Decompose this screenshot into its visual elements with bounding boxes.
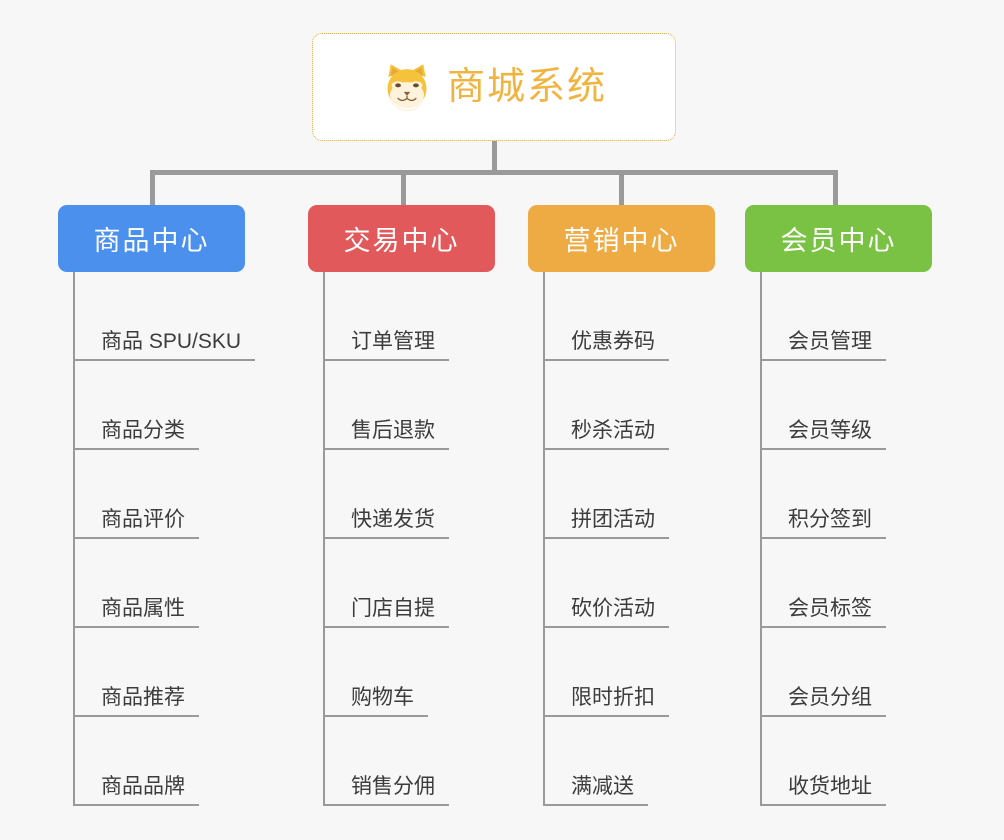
leaf-label: 满减送 bbox=[545, 776, 648, 806]
root-title: 商城系统 bbox=[446, 66, 607, 108]
leaf-label: 会员标签 bbox=[762, 598, 886, 628]
category-header-1[interactable]: 商品中心 bbox=[58, 205, 245, 272]
list-item[interactable]: 会员等级 bbox=[762, 361, 985, 450]
list-item[interactable]: 商品品牌 bbox=[75, 717, 298, 806]
leaf-label: 商品 SPU/SKU bbox=[75, 331, 256, 361]
connector-horizontal-bus bbox=[150, 170, 838, 175]
list-item[interactable]: 限时折扣 bbox=[545, 628, 768, 717]
connector-drop-4 bbox=[833, 170, 838, 208]
list-item[interactable]: 秒杀活动 bbox=[545, 361, 768, 450]
leaf-label: 商品分类 bbox=[75, 420, 199, 450]
leaf-label: 拼团活动 bbox=[545, 509, 669, 539]
leaf-label: 销售分佣 bbox=[325, 776, 449, 806]
leaf-label: 会员管理 bbox=[762, 331, 886, 361]
leaf-list-2: 订单管理 售后退款 快递发货 门店自提 购物车 销售分佣 bbox=[323, 272, 548, 806]
leaf-label: 快递发货 bbox=[325, 509, 449, 539]
list-item[interactable]: 会员管理 bbox=[762, 272, 985, 361]
leaf-label: 收货地址 bbox=[762, 776, 886, 806]
connector-drop-1 bbox=[150, 170, 155, 208]
list-item[interactable]: 会员分组 bbox=[762, 628, 985, 717]
leaf-list-3: 优惠券码 秒杀活动 拼团活动 砍价活动 限时折扣 满减送 bbox=[543, 272, 768, 806]
leaf-label: 售后退款 bbox=[325, 420, 449, 450]
leaf-label: 限时折扣 bbox=[545, 687, 669, 717]
leaf-label: 优惠券码 bbox=[545, 331, 669, 361]
root-node[interactable]: 商城系统 bbox=[312, 33, 676, 141]
list-item[interactable]: 拼团活动 bbox=[545, 450, 768, 539]
leaf-label: 门店自提 bbox=[325, 598, 449, 628]
list-item[interactable]: 商品分类 bbox=[75, 361, 298, 450]
list-item[interactable]: 门店自提 bbox=[325, 539, 548, 628]
leaf-label: 订单管理 bbox=[325, 331, 449, 361]
leaf-label: 商品属性 bbox=[75, 598, 199, 628]
leaf-list-1: 商品 SPU/SKU 商品分类 商品评价 商品属性 商品推荐 商品品牌 bbox=[73, 272, 298, 806]
list-item[interactable]: 订单管理 bbox=[325, 272, 548, 361]
list-item[interactable]: 商品评价 bbox=[75, 450, 298, 539]
leaf-label: 商品评价 bbox=[75, 509, 199, 539]
list-item[interactable]: 售后退款 bbox=[325, 361, 548, 450]
leaf-label: 商品品牌 bbox=[75, 776, 199, 806]
list-item[interactable]: 砍价活动 bbox=[545, 539, 768, 628]
category-column-会员中心: 会员中心 会员管理 会员等级 积分签到 会员标签 会员分组 收货地址 bbox=[745, 205, 985, 806]
leaf-label: 商品推荐 bbox=[75, 687, 199, 717]
connector-drop-2 bbox=[401, 170, 406, 208]
list-item[interactable]: 优惠券码 bbox=[545, 272, 768, 361]
leaf-label: 积分签到 bbox=[762, 509, 886, 539]
list-item[interactable]: 商品 SPU/SKU bbox=[75, 272, 298, 361]
list-item[interactable]: 积分签到 bbox=[762, 450, 985, 539]
list-item[interactable]: 购物车 bbox=[325, 628, 548, 717]
leaf-label: 会员分组 bbox=[762, 687, 886, 717]
list-item[interactable]: 收货地址 bbox=[762, 717, 985, 806]
list-item[interactable]: 满减送 bbox=[545, 717, 768, 806]
category-column-交易中心: 交易中心 订单管理 售后退款 快递发货 门店自提 购物车 销售分佣 bbox=[308, 205, 548, 806]
leaf-label: 购物车 bbox=[325, 687, 428, 717]
category-header-4[interactable]: 会员中心 bbox=[745, 205, 932, 272]
category-header-2[interactable]: 交易中心 bbox=[308, 205, 495, 272]
leaf-label: 砍价活动 bbox=[545, 598, 669, 628]
category-column-营销中心: 营销中心 优惠券码 秒杀活动 拼团活动 砍价活动 限时折扣 满减送 bbox=[528, 205, 768, 806]
shiba-dog-face-icon bbox=[381, 61, 433, 113]
connector-root-stem bbox=[492, 141, 497, 173]
list-item[interactable]: 会员标签 bbox=[762, 539, 985, 628]
list-item[interactable]: 快递发货 bbox=[325, 450, 548, 539]
connector-drop-3 bbox=[619, 170, 624, 208]
category-header-3[interactable]: 营销中心 bbox=[528, 205, 715, 272]
category-column-商品中心: 商品中心 商品 SPU/SKU 商品分类 商品评价 商品属性 商品推荐 商品品牌 bbox=[58, 205, 298, 806]
leaf-list-4: 会员管理 会员等级 积分签到 会员标签 会员分组 收货地址 bbox=[760, 272, 985, 806]
leaf-label: 秒杀活动 bbox=[545, 420, 669, 450]
list-item[interactable]: 商品属性 bbox=[75, 539, 298, 628]
leaf-label: 会员等级 bbox=[762, 420, 886, 450]
list-item[interactable]: 商品推荐 bbox=[75, 628, 298, 717]
list-item[interactable]: 销售分佣 bbox=[325, 717, 548, 806]
